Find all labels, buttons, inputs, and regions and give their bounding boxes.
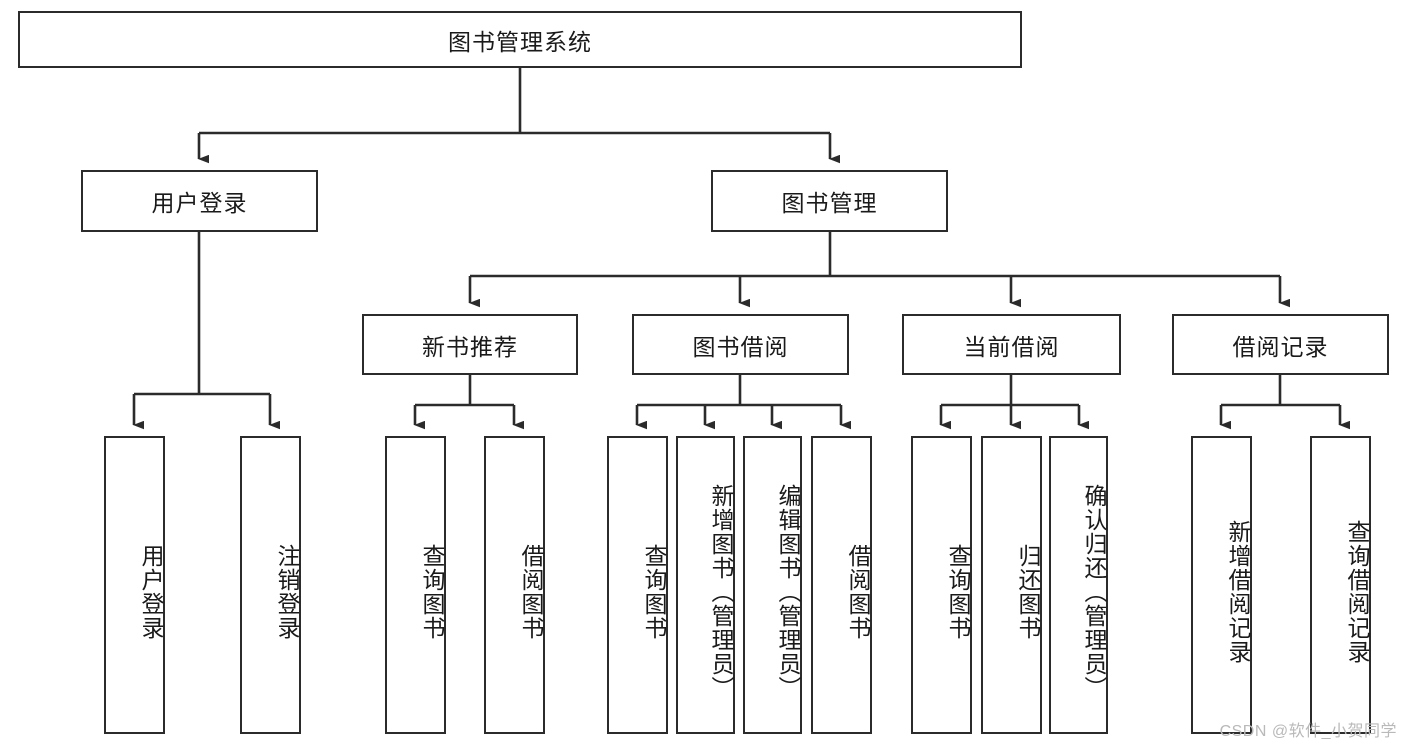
node-label: 查询借阅记录 <box>1344 520 1370 664</box>
node-label: 借阅记录 <box>1232 333 1329 360</box>
node-label: 用户登录 <box>138 544 164 640</box>
node-label: 查询图书 <box>419 544 445 640</box>
node-label: 归还图书 <box>1015 544 1041 640</box>
watermark-text: CSDN @软件_小贺同学 <box>1219 723 1397 740</box>
node-borrowing-records[interactable]: 借阅记录 <box>1172 314 1389 375</box>
node-label: 图书借阅 <box>692 333 789 360</box>
node-label: 查询图书 <box>641 544 667 640</box>
node-label: 借阅图书 <box>518 544 544 640</box>
leaf-node-query-borrowing-record[interactable]: 查询借阅记录 <box>1310 436 1371 734</box>
node-user-login[interactable]: 用户登录 <box>81 170 318 232</box>
leaf-node-query-book-borrowing[interactable]: 查询图书 <box>607 436 668 734</box>
node-label: 图书管理系统 <box>448 28 592 55</box>
node-label: 编辑图书（管理员） <box>775 484 801 700</box>
leaf-node-query-book-recommendation[interactable]: 查询图书 <box>385 436 446 734</box>
node-root-book-management-system[interactable]: 图书管理系统 <box>18 11 1022 68</box>
node-label: 确认归还（管理员） <box>1081 484 1107 700</box>
node-label: 新书推荐 <box>422 333 518 360</box>
node-label: 注销登录 <box>274 544 300 640</box>
node-label: 查询图书 <box>945 544 971 640</box>
leaf-node-add-borrowing-record[interactable]: 新增借阅记录 <box>1191 436 1252 734</box>
leaf-node-confirm-return-admin[interactable]: 确认归还（管理员） <box>1049 436 1108 734</box>
node-label: 当前借阅 <box>963 333 1060 360</box>
node-book-management[interactable]: 图书管理 <box>711 170 948 232</box>
leaf-node-edit-book-admin[interactable]: 编辑图书（管理员） <box>743 436 802 734</box>
leaf-node-borrow-book-recommendation[interactable]: 借阅图书 <box>484 436 545 734</box>
node-label: 新增借阅记录 <box>1225 520 1251 664</box>
node-label: 图书管理 <box>781 190 878 216</box>
node-new-book-recommendation[interactable]: 新书推荐 <box>362 314 578 375</box>
leaf-node-user-login[interactable]: 用户登录 <box>104 436 165 734</box>
leaf-node-query-book-current[interactable]: 查询图书 <box>911 436 972 734</box>
leaf-node-logout[interactable]: 注销登录 <box>240 436 301 734</box>
leaf-node-add-book-admin[interactable]: 新增图书（管理员） <box>676 436 735 734</box>
leaf-node-return-book[interactable]: 归还图书 <box>981 436 1042 734</box>
node-label: 借阅图书 <box>845 544 871 640</box>
node-book-borrowing[interactable]: 图书借阅 <box>632 314 849 375</box>
leaf-node-borrow-book-borrowing[interactable]: 借阅图书 <box>811 436 872 734</box>
node-label: 用户登录 <box>151 190 248 216</box>
node-label: 新增图书（管理员） <box>708 484 734 700</box>
node-current-borrowing[interactable]: 当前借阅 <box>902 314 1121 375</box>
